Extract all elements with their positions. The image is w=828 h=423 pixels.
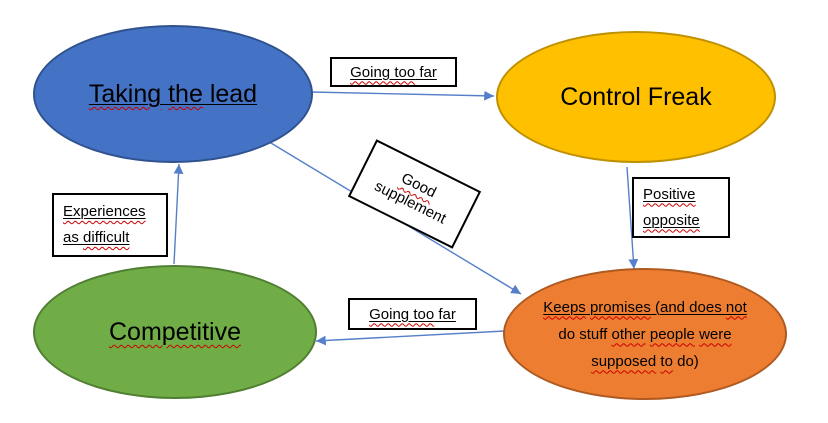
connector-lead-to-control[interactable] [310, 90, 495, 101]
edge-label-going-too-far-bottom-text: Going too far [369, 305, 456, 323]
edge-label-going-too-far-top[interactable]: Going too far [330, 57, 457, 87]
keeps-promises-line1: Keeps promises (and does not [543, 298, 747, 316]
node-taking-the-lead-label: Taking the lead [88, 80, 258, 108]
edge-label-experiences-as-difficult[interactable]: Experiences as difficult [52, 193, 168, 257]
node-taking-the-lead[interactable]: Taking the lead [33, 25, 313, 163]
connector-promises-to-competitive[interactable] [315, 330, 506, 346]
node-keeps-promises[interactable]: Keeps promises (and does not do stuff ot… [503, 268, 787, 400]
edge-label-going-too-far-top-text: Going too far [350, 63, 437, 81]
connector-control-to-promises[interactable] [626, 166, 639, 270]
keeps-promises-line3: supposed to do) [591, 352, 699, 370]
node-control-freak-label: Control Freak [560, 83, 712, 111]
node-competitive-label: Competitive [109, 318, 241, 346]
keeps-promises-line2: do stuff other people were [558, 325, 732, 343]
node-competitive[interactable]: Competitive [33, 265, 317, 399]
edge-label-positive-opposite[interactable]: Positive opposite [632, 177, 730, 238]
connector-competitive-to-lead[interactable] [173, 163, 184, 265]
edge-label-going-too-far-bottom[interactable]: Going too far [348, 298, 477, 330]
node-keeps-promises-label: Keeps promises (and does not do stuff ot… [533, 294, 757, 375]
edge-label-experiences-text: Experiences as difficult [63, 203, 146, 246]
node-control-freak[interactable]: Control Freak [496, 31, 776, 163]
edge-label-positive-text: Positive opposite [643, 185, 700, 229]
